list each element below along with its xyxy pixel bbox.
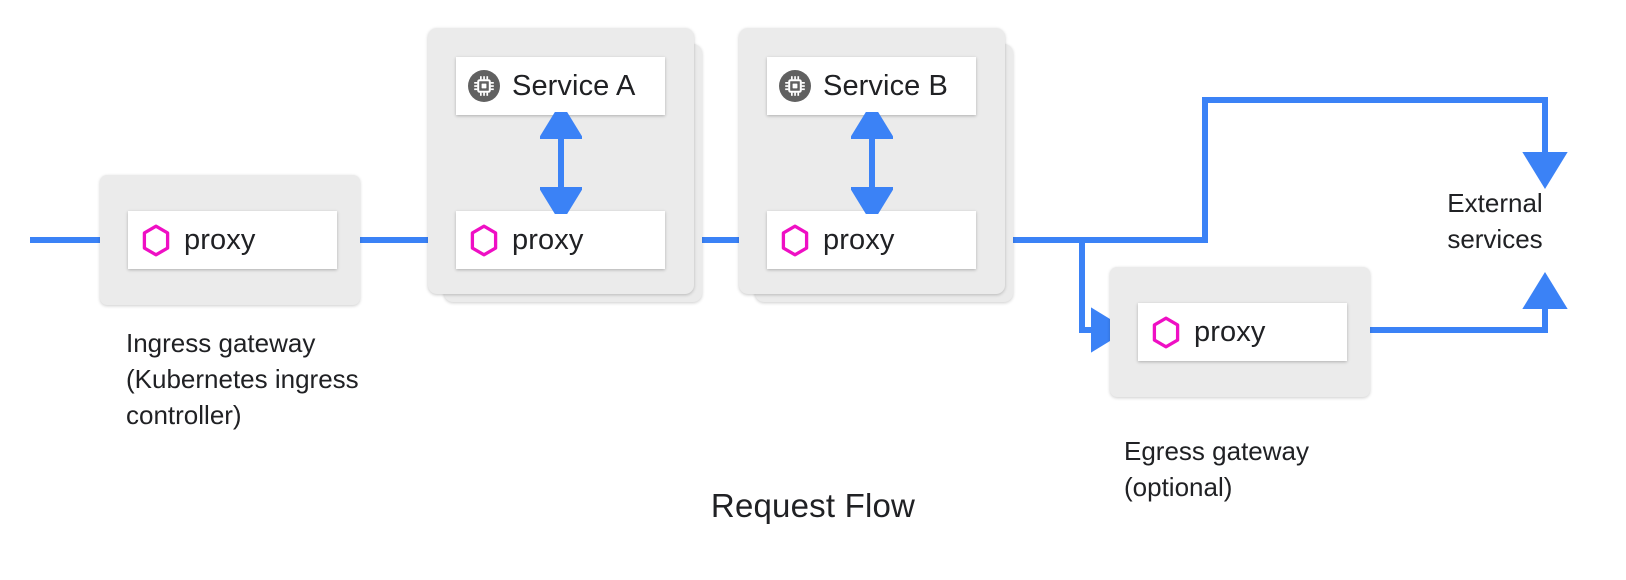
external-services-label: External services: [1447, 188, 1543, 254]
service-a-proxy-label: proxy: [512, 223, 584, 256]
service-b-chip[interactable]: Service B: [767, 57, 976, 115]
egress-proxy-label: proxy: [1194, 315, 1266, 348]
cpu-chip-icon: [767, 57, 823, 115]
ingress-proxy-label: proxy: [184, 223, 256, 256]
edge-egress-to-external-services: [1368, 272, 1568, 333]
ingress-proxy-chip[interactable]: proxy: [128, 211, 337, 269]
hexagon-icon: [767, 211, 823, 269]
ingress-gateway-card[interactable]: proxy: [100, 175, 360, 305]
service-a-chip[interactable]: Service A: [456, 57, 665, 115]
cpu-chip-icon: [456, 57, 512, 115]
edge-trunk-to-external-services: [1202, 97, 1568, 240]
hexagon-icon: [128, 211, 184, 269]
service-b-proxy-chip[interactable]: proxy: [767, 211, 976, 269]
diagram-title: Request Flow: [710, 487, 916, 524]
service-b-label: Service B: [823, 69, 948, 102]
edge-trunk-to-egress: [1079, 240, 1128, 353]
hexagon-icon: [456, 211, 512, 269]
service-b-proxy-label: proxy: [823, 223, 895, 256]
hexagon-icon: [1138, 303, 1194, 361]
service-a-proxy-chip[interactable]: proxy: [456, 211, 665, 269]
edge-service-a-proxy-bidirectional: [540, 112, 582, 214]
service-a-label: Service A: [512, 69, 636, 102]
egress-gateway-card[interactable]: proxy: [1110, 267, 1370, 397]
egress-proxy-chip[interactable]: proxy: [1138, 303, 1347, 361]
egress-gateway-caption: Egress gateway (optional): [1124, 436, 1309, 502]
edge-service-b-proxy-bidirectional: [851, 112, 893, 214]
ingress-gateway-caption: Ingress gateway (Kubernetes ingress cont…: [126, 328, 359, 430]
